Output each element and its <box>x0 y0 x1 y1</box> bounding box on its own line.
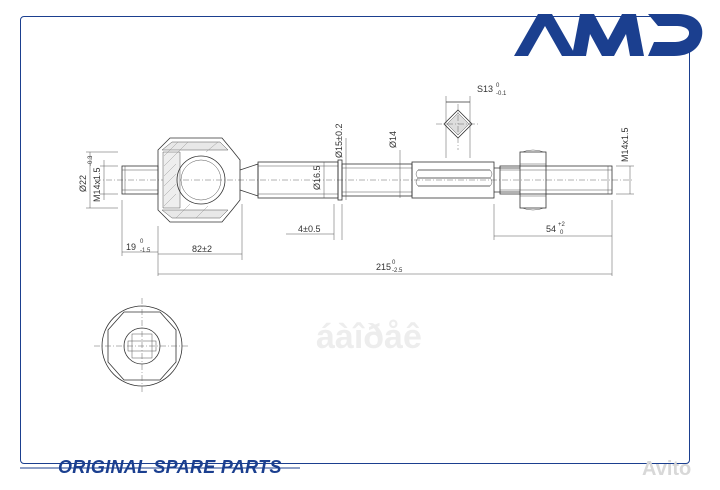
dim-dia-15: Ø15±0.2 <box>334 124 344 158</box>
dim-54-tol-top: +2 <box>558 222 566 228</box>
dim-across-flats-tol-top: 0 <box>496 83 500 89</box>
amd-logo <box>514 14 703 56</box>
dim-19-tol-bottom: -1.5 <box>140 248 151 254</box>
dim-thread-right: M14x1.5 <box>620 127 630 162</box>
svg-text:áàîðåê: áàîðåê <box>316 318 422 356</box>
end-view <box>94 298 190 394</box>
dim-across-flats-tol-bottom: -0.1 <box>496 91 507 97</box>
dim-4: 4±0.5 <box>298 224 320 234</box>
avito-watermark: Avito <box>642 458 692 480</box>
dimension-lines <box>86 138 634 276</box>
right-thread-stud <box>499 165 613 195</box>
splined-section <box>411 161 520 199</box>
dim-dia-left: Ø22 <box>78 175 88 192</box>
hex-section-detail <box>436 96 480 158</box>
tagline: ORIGINAL SPARE PARTS <box>58 457 282 477</box>
dim-dia-14: Ø14 <box>388 131 398 148</box>
dim-54-tol-bottom: 0 <box>560 230 564 236</box>
dim-215-tol-top: 0 <box>392 260 396 266</box>
dim-across-flats: S13 <box>477 84 493 94</box>
center-watermark: áàîðåê <box>316 318 422 356</box>
ball-joint-housing <box>157 137 241 223</box>
dim-19-tol-top: 0 <box>140 239 144 245</box>
dim-54: 54 <box>546 224 556 234</box>
dim-dia-165: Ø16.5 <box>312 165 322 190</box>
dim-19: 19 <box>126 242 136 252</box>
dim-215-tol-bottom: -2.5 <box>392 268 403 274</box>
dim-82: 82±2 <box>192 244 212 254</box>
lock-nut <box>519 149 547 211</box>
dim-dia-left-tol: -0.3 <box>88 155 94 166</box>
drawing-frame <box>20 16 690 464</box>
dim-thread-left: M14x1.5 <box>92 167 102 202</box>
dim-215: 215 <box>376 262 391 272</box>
dimension-labels: Ø22 -0.3 M14x1.5 19 0 -1.5 82±2 4±0.5 Ø1… <box>78 83 630 274</box>
